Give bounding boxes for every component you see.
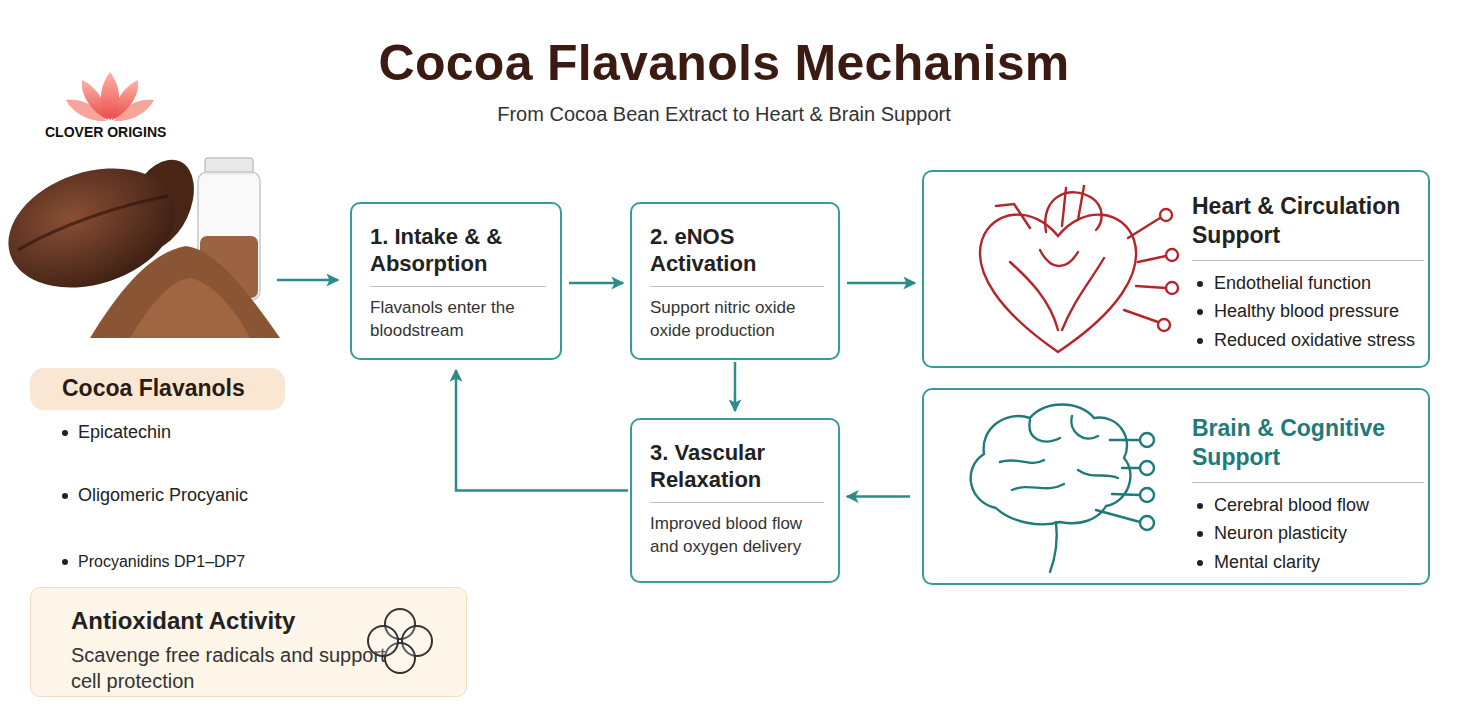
diagram-title: Cocoa Flavanols Mechanism bbox=[0, 34, 1448, 92]
node-heading: 3. Vascular Relaxation bbox=[650, 440, 824, 503]
node-text: 1. Intake & & AbsorptionFlavanols enter … bbox=[370, 224, 546, 343]
node-body: Support nitric oxide oxide production bbox=[650, 297, 824, 343]
node-body: Endothelial function bbox=[1192, 269, 1424, 298]
logo-petal bbox=[66, 100, 106, 121]
intake-arrow bbox=[277, 279, 338, 282]
node-body: Reduced oxidative stress bbox=[1192, 326, 1424, 355]
node-body: Improved blood flow and oxygen delivery bbox=[650, 513, 824, 559]
benefit-box: Heart & Circulation SupportEndothelial f… bbox=[922, 170, 1430, 368]
logo-petal bbox=[114, 100, 154, 121]
node-text: Antioxidant ActivityScavenge free radica… bbox=[71, 606, 391, 694]
jar-neck bbox=[205, 158, 253, 174]
cocoa-powder bbox=[130, 278, 250, 338]
lotus-logo bbox=[66, 72, 154, 121]
node-text: Cocoa Flavanols bbox=[62, 374, 282, 402]
process-box: 1. Intake & & AbsorptionFlavanols enter … bbox=[350, 202, 562, 360]
node-body: Neuron plasticity bbox=[1192, 519, 1424, 548]
cocoa-illustration bbox=[0, 148, 280, 338]
process-box: 3. Vascular RelaxationImproved blood flo… bbox=[630, 418, 840, 583]
node-body: Scavenge free radicals and support cell … bbox=[71, 642, 391, 694]
flow-arrow bbox=[847, 495, 910, 498]
node-heading: Cocoa Flavanols bbox=[62, 374, 282, 402]
brand-name: CLOVER ORIGINS bbox=[45, 124, 245, 140]
flow-arrow bbox=[734, 362, 737, 411]
node-heading: Brain & Cognitive Support bbox=[1192, 414, 1424, 483]
node-heading: 1. Intake & & Absorption bbox=[370, 224, 546, 287]
node-text: 3. Vascular RelaxationImproved blood flo… bbox=[650, 440, 824, 559]
node-text: Heart & Circulation SupportEndothelial f… bbox=[1192, 192, 1424, 355]
benefit-box: Brain & Cognitive SupportCerebral blood … bbox=[922, 388, 1430, 585]
node-text: Brain & Cognitive SupportCerebral blood … bbox=[1192, 414, 1424, 577]
node-body: Cerebral blood flow bbox=[1192, 491, 1424, 520]
logo-petal bbox=[101, 72, 119, 120]
node-text: 2. eNOS ActivationSupport nitric oxide o… bbox=[650, 224, 824, 343]
jar-powder bbox=[200, 236, 258, 298]
node-body: Mental clarity bbox=[1192, 548, 1424, 577]
node-heading: Heart & Circulation Support bbox=[1192, 192, 1424, 261]
node-body: Flavanols enter the bloodstream bbox=[370, 297, 546, 343]
cocoa-bean bbox=[113, 149, 208, 261]
node-body: Healthy blood pressure bbox=[1192, 297, 1424, 326]
subtitle: From Cocoa Bean Extract to Heart & Brain… bbox=[324, 103, 1124, 126]
flow-arrow bbox=[847, 282, 915, 285]
bullet-item: Oligomeric Procyanic bbox=[56, 481, 318, 510]
process-box: 2. eNOS ActivationSupport nitric oxide o… bbox=[630, 202, 840, 360]
bullet-item: Procyanidins DP1–DP7 bbox=[56, 547, 318, 576]
cocoa-bean bbox=[0, 148, 191, 308]
info-box: Antioxidant ActivityScavenge free radica… bbox=[30, 587, 467, 697]
node-heading: 2. eNOS Activation bbox=[650, 224, 824, 287]
bean-ridge bbox=[18, 196, 168, 250]
flow-arrow bbox=[569, 282, 623, 285]
bullet-item: Epicatechin bbox=[56, 418, 318, 447]
node-heading: Antioxidant Activity bbox=[71, 606, 391, 636]
flow-arrow bbox=[456, 370, 628, 491]
glass-jar bbox=[198, 172, 260, 300]
ingredient-pill: Cocoa Flavanols bbox=[30, 368, 285, 410]
cocoa-powder bbox=[90, 246, 280, 338]
logo-petal bbox=[82, 80, 108, 120]
logo-petal bbox=[112, 80, 138, 120]
